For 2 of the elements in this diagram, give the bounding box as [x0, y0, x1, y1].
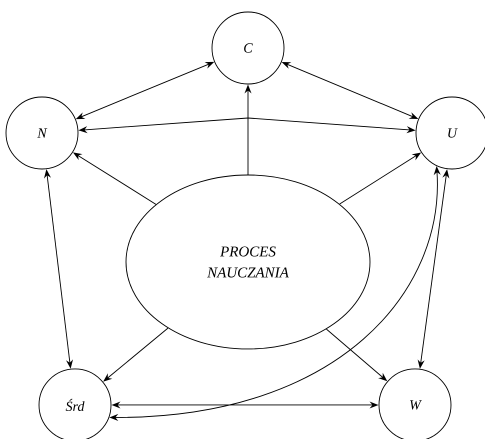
circle-node: N: [6, 96, 78, 170]
circle-node: C: [212, 12, 284, 84]
